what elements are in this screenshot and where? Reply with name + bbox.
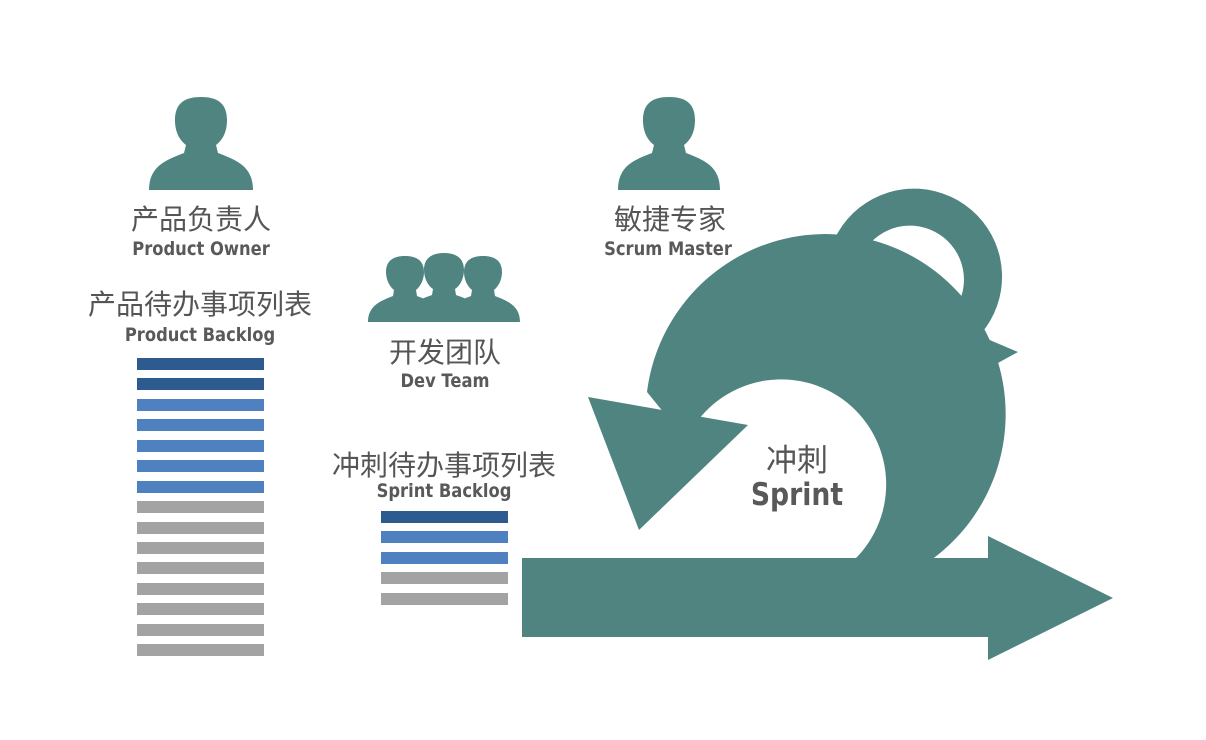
product-backlog-item [137, 398, 264, 411]
sprint-label-en: Sprint [750, 477, 844, 513]
product-backlog-item [137, 541, 264, 554]
product-owner-label-zh: 产品负责人 [130, 203, 271, 236]
product-backlog-item [137, 603, 264, 616]
sprint-backlog-item [381, 511, 508, 523]
product-backlog-item [137, 419, 264, 432]
daily-loop-arc [826, 188, 1003, 354]
product-backlog-item [137, 582, 264, 595]
sprint-backlog-item [381, 531, 508, 544]
sprint-backlog-label-en: Sprint Backlog [376, 480, 512, 502]
scrum-master-label-zh: 敏捷专家 [613, 203, 726, 236]
sprint-backlog-item [381, 551, 508, 564]
product-backlog-item [137, 562, 264, 575]
product-backlog-item [137, 521, 264, 534]
sprint-main-arrow [522, 536, 1113, 660]
product-backlog-label-zh: 产品待办事项列表 [87, 288, 312, 321]
dev-team-label-en: Dev Team [400, 370, 490, 392]
sprint-backlog-list [381, 511, 508, 613]
sprint-backlog-item [381, 592, 508, 605]
product-backlog-item [137, 501, 264, 514]
product-backlog-item [137, 480, 264, 493]
product-backlog-label-en: Product Backlog [124, 324, 276, 346]
sprint-backlog-item [381, 572, 508, 585]
product-owner-label-en: Product Owner [132, 238, 270, 260]
dev-team-label-zh: 开发团队 [388, 336, 501, 369]
product-backlog-list [137, 358, 264, 665]
sprint-backlog-label-zh: 冲刺待办事项列表 [331, 449, 556, 482]
product-backlog-item [137, 623, 264, 636]
scrum-master-label-en: Scrum Master [604, 238, 732, 260]
sprint-label-zh: 冲刺 [766, 443, 828, 479]
product-backlog-item [137, 439, 264, 452]
daily-loop-arrowhead [938, 318, 1018, 386]
product-backlog-item [137, 358, 264, 370]
product-backlog-item [137, 460, 264, 473]
product-backlog-item [137, 644, 264, 657]
product-backlog-item [137, 378, 264, 391]
